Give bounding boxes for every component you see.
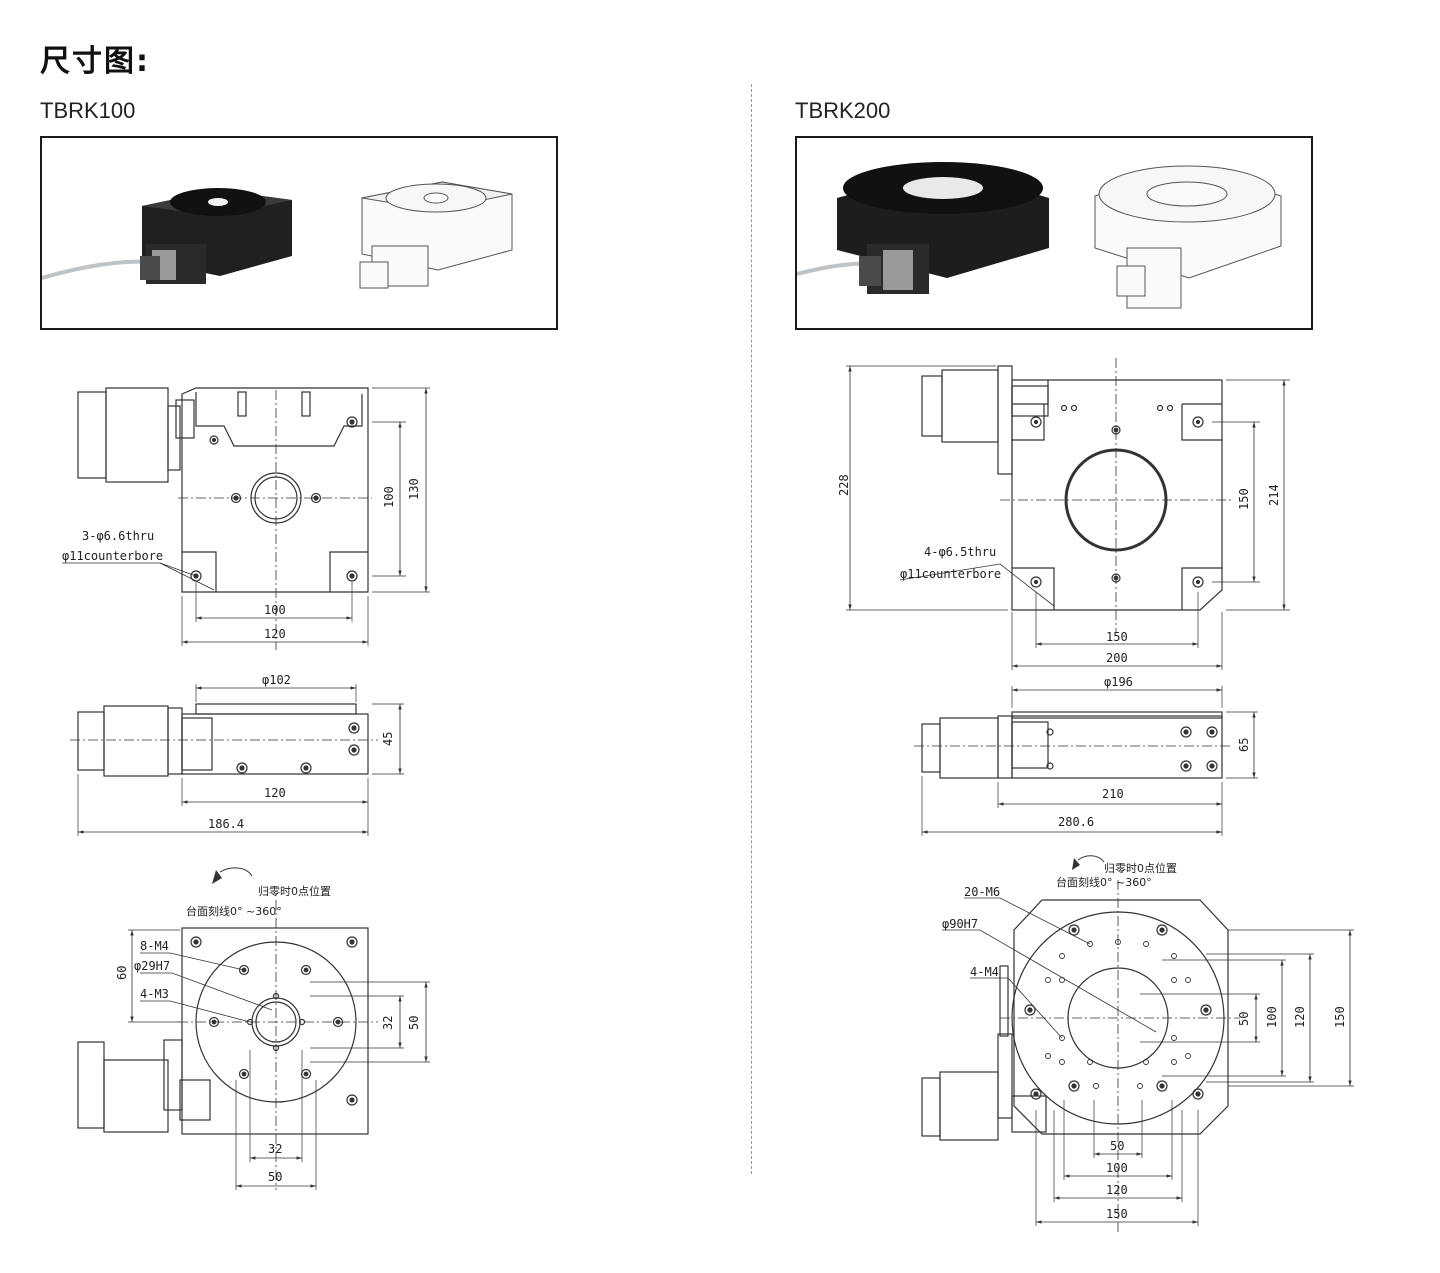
- tbrk200-dim-50-v: 50: [1237, 1012, 1251, 1026]
- tbrk200-dim-dia-196: φ196: [1104, 675, 1133, 689]
- tbrk200-note-4-m4: 4-M4: [970, 965, 999, 979]
- tbrk200-dim-50-h: 50: [1110, 1139, 1124, 1153]
- tbrk200-home-note: 归零时0点位置: [1104, 861, 1177, 875]
- tbrk100-top-view: [62, 387, 430, 650]
- tbrk200-dim-150-v: 150: [1237, 488, 1251, 510]
- tbrk100-dim-120-side: 120: [264, 786, 286, 800]
- tbrk200-dim-214: 214: [1267, 484, 1281, 506]
- tbrk100-dim-32-v: 32: [381, 1016, 395, 1030]
- tbrk200-top-view: [846, 358, 1290, 670]
- product-photo-tbrk100: [40, 136, 558, 330]
- tbrk200-dim-228: 228: [837, 474, 851, 496]
- tbrk100-dim-100-v: 100: [382, 486, 396, 508]
- tbrk100-dim-186: 186.4: [208, 817, 244, 831]
- tbrk200-note-20-m6: 20-M6: [964, 885, 1000, 899]
- tbrk100-dim-32-h: 32: [268, 1142, 282, 1156]
- tbrk200-dim-120-h: 120: [1106, 1183, 1128, 1197]
- stage-photo-black: [42, 188, 292, 284]
- tbrk100-dim-50-h: 50: [268, 1170, 282, 1184]
- stage-render-wireframe: [359, 181, 513, 289]
- tbrk100-note-4-m3: 4-M3: [140, 987, 169, 1001]
- model-title-tbrk100: TBRK100: [40, 98, 136, 123]
- tbrk100-side-view: [70, 684, 404, 836]
- stage-render-wireframe: [1094, 165, 1282, 309]
- tbrk100-dim-dia-102: φ102: [262, 673, 291, 687]
- stage-photo-black: [797, 162, 1049, 294]
- tbrk100-dim-120-h: 120: [264, 627, 286, 641]
- tbrk200-dim-100-v: 100: [1265, 1006, 1279, 1028]
- tbrk200-note-90h7: φ90H7: [942, 917, 978, 931]
- tbrk200-holes-note-2: φ11counterbore: [900, 567, 1001, 581]
- tbrk100-table-view: [77, 867, 430, 1190]
- page-title: 尺寸图:: [40, 44, 150, 79]
- tbrk100-dim-60: 60: [115, 966, 129, 980]
- tbrk200-table-view: [921, 855, 1354, 1232]
- tbrk200-scale-note: 台面刻线0° ~360°: [1056, 875, 1152, 889]
- tbrk200-dim-150-v: 150: [1333, 1006, 1347, 1028]
- tbrk100-holes-note-2: φ11counterbore: [62, 549, 163, 563]
- product-photo-tbrk200: [795, 136, 1313, 330]
- tbrk100-note-29h7: φ29H7: [134, 959, 170, 973]
- tbrk100-home-note: 归零时0点位置: [258, 884, 331, 898]
- tbrk200-dim-200: 200: [1106, 651, 1128, 665]
- model-title-tbrk200: TBRK200: [795, 98, 891, 123]
- tbrk200-dim-210: 210: [1102, 787, 1124, 801]
- tbrk100-dim-45: 45: [381, 732, 395, 746]
- tbrk100-dim-130-v: 130: [407, 478, 421, 500]
- tbrk200-dim-150-h: 150: [1106, 630, 1128, 644]
- tbrk200-dim-280: 280.6: [1058, 815, 1094, 829]
- tbrk100-scale-note: 台面刻线0° ~360°: [186, 904, 282, 918]
- tbrk200-dim-150-h: 150: [1106, 1207, 1128, 1221]
- tbrk200-holes-note-1: 4-φ6.5thru: [924, 545, 996, 559]
- tbrk100-note-8-m4: 8-M4: [140, 939, 169, 953]
- tbrk200-dim-120-v: 120: [1293, 1006, 1307, 1028]
- tbrk200-dim-65: 65: [1237, 738, 1251, 752]
- tbrk100-dim-100-h: 100: [264, 603, 286, 617]
- tbrk200-dim-100-h: 100: [1106, 1161, 1128, 1175]
- tbrk200-side-view: [914, 686, 1258, 836]
- tbrk100-dim-50-v: 50: [407, 1016, 421, 1030]
- column-divider: [751, 84, 752, 1174]
- tbrk100-holes-note-1: 3-φ6.6thru: [82, 529, 154, 543]
